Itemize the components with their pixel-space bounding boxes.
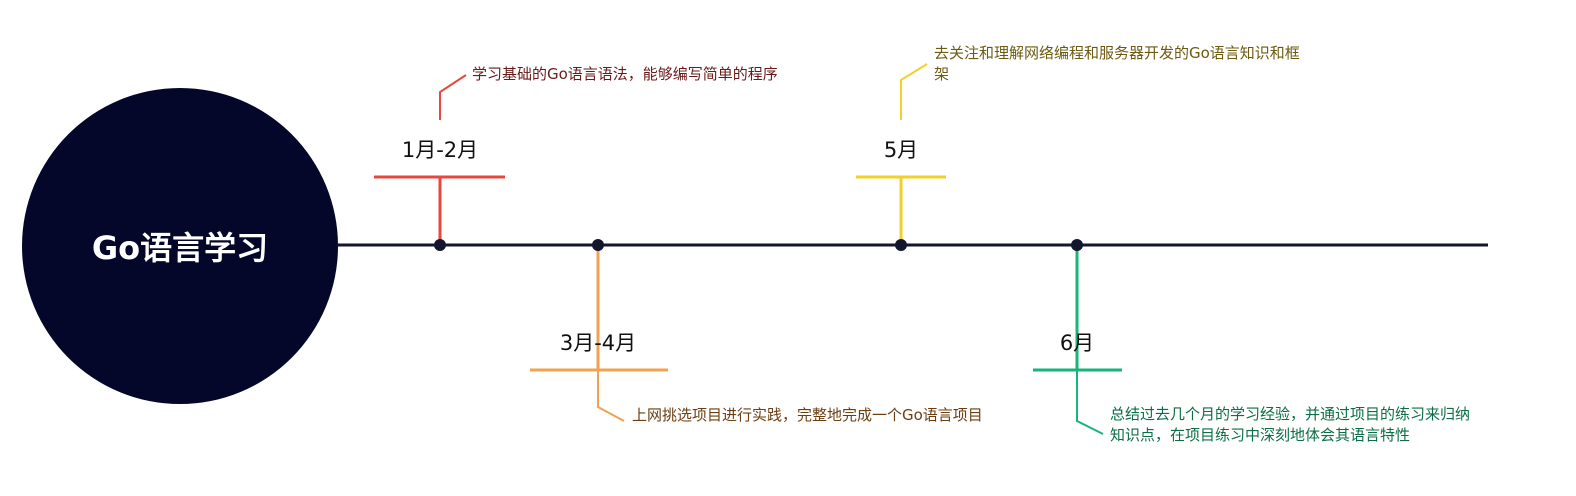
milestone-1-dot (434, 239, 446, 251)
central-topic-title: Go语言学习 (91, 229, 269, 267)
milestone-2-label: 3月-4月 (559, 331, 637, 355)
milestone-3-text: 去关注和理解网络编程和服务器开发的Go语言知识和框架 (934, 44, 1300, 83)
milestone-4-label: 6月 (1059, 331, 1095, 355)
milestone-1-text: 学习基础的Go语言语法，能够编写简单的程序 (472, 65, 778, 83)
milestone-3-connector (856, 63, 946, 251)
milestone-1-label: 1月-2月 (401, 138, 479, 162)
milestone-4-text: 总结过去几个月的学习经验，并通过项目的练习来归纳知识点，在项目练习中深刻地体会其… (1110, 405, 1471, 444)
milestone-3-dot (895, 239, 907, 251)
milestone-1-connector (374, 74, 505, 251)
milestone-2-dot (592, 239, 604, 251)
central-topic-node: Go语言学习 (22, 88, 338, 404)
milestone-4-dot (1071, 239, 1083, 251)
milestone-2-connector (530, 239, 668, 422)
milestone-2-text: 上网挑选项目进行实践，完整地完成一个Go语言项目 (632, 406, 983, 424)
milestone-4-connector (1033, 239, 1122, 435)
milestone-3-label: 5月 (883, 138, 919, 162)
